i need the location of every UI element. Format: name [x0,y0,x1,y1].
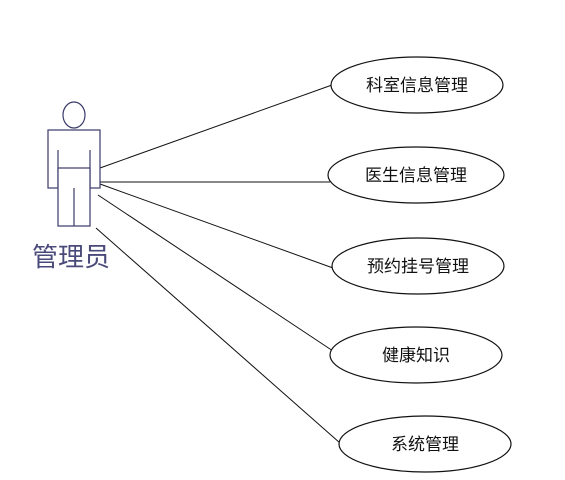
use-case-ellipse [329,326,503,384]
use-case-label: 预约挂号管理 [367,257,469,277]
use-case-label: 医生信息管理 [365,166,467,186]
use-case-doctor[interactable]: 医生信息管理 [327,146,505,204]
actor-figure: 管理员 [32,101,110,273]
use-case-ellipse [338,415,512,473]
association-health [97,194,337,354]
use-case-ellipse [331,237,505,295]
actor-label: 管理员 [32,243,110,273]
use-case-dept[interactable]: 科室信息管理 [330,56,504,114]
use-case-ellipse [327,146,505,204]
associations [95,84,341,444]
use-case-label: 健康知识 [382,346,450,366]
use-case-health[interactable]: 健康知识 [329,326,503,384]
use-case-label: 系统管理 [391,435,459,455]
use-case-system[interactable]: 系统管理 [338,415,512,473]
association-dept [99,84,333,169]
use-case-label: 科室信息管理 [366,76,468,96]
association-appointment [99,183,334,269]
use-case-ellipse [330,56,504,114]
actor-head [62,101,86,129]
use-case-appointment[interactable]: 预约挂号管理 [331,237,505,295]
association-system [95,227,341,444]
